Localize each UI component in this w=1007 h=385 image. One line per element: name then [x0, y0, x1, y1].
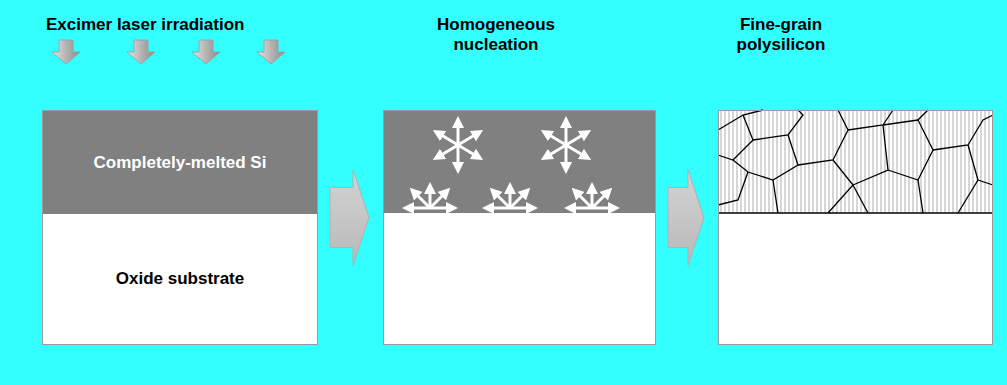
- band-label: Oxide substrate: [116, 269, 245, 289]
- step-heading: Fine-grain polysilicon: [721, 15, 841, 55]
- melted-si-band: Completely-melted Si: [43, 111, 317, 214]
- substrate-band: Oxide substrate: [43, 214, 317, 344]
- process-arrow: [330, 170, 369, 266]
- process-panel: Excimer laser irradiationCompletely-melt…: [42, 110, 318, 345]
- step-heading: Excimer laser irradiation: [46, 15, 244, 35]
- process-panel: Homogeneous nucleation: [383, 110, 656, 345]
- process-arrow: [668, 170, 704, 266]
- melted-si-fill: [383, 110, 656, 213]
- process-panel: Fine-grain polysilicon: [718, 110, 993, 345]
- step-heading: Homogeneous nucleation: [416, 15, 576, 55]
- polysilicon-fill: [718, 110, 993, 213]
- substrate-fill: [383, 110, 656, 345]
- nucleation-stars: [408, 122, 614, 208]
- substrate-fill: [718, 110, 993, 345]
- grain-boundaries: [718, 110, 993, 213]
- band-label: Completely-melted Si: [94, 153, 267, 173]
- laser-arrows: [52, 40, 285, 64]
